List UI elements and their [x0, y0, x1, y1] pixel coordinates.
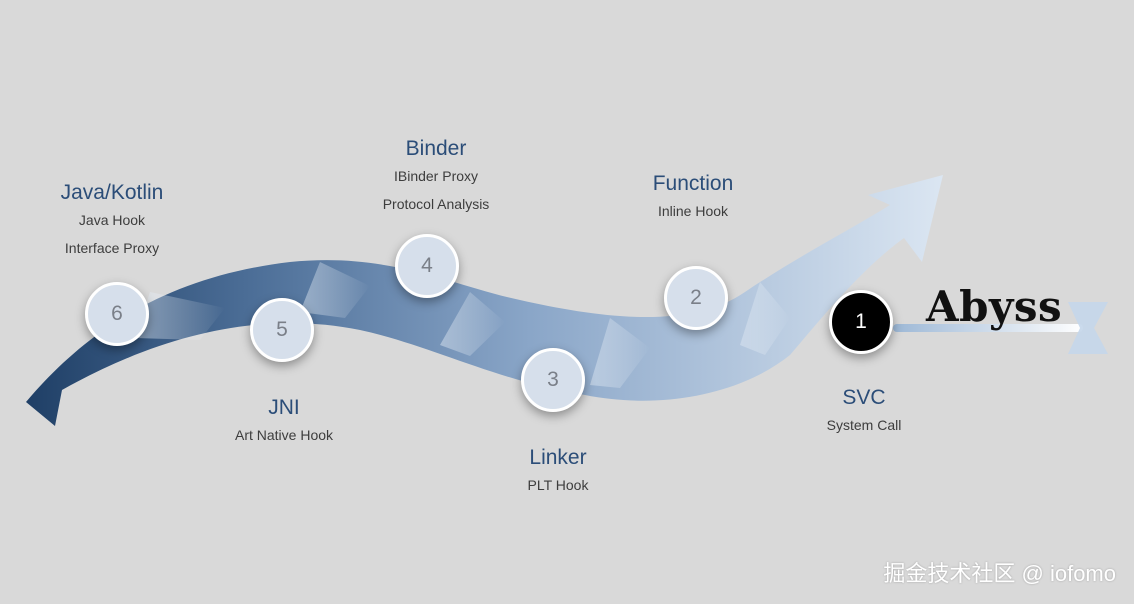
stage-title: Linker — [529, 446, 587, 469]
watermark: 掘金技术社区 @ iofomo — [883, 561, 1116, 586]
stage-title: JNI — [268, 396, 300, 419]
stage-subtitle: PLT Hook — [527, 477, 589, 493]
stage-label-java-kotlin: Java/Kotlin Java Hook Interface Proxy — [61, 180, 164, 262]
stage-label-svc: SVC System Call — [827, 385, 902, 439]
abyss-label: Abyss — [926, 282, 1063, 331]
stage-subtitle: Inline Hook — [657, 203, 729, 219]
stage-subtitle: Protocol Analysis — [382, 196, 490, 212]
stage-label-linker: Linker PLT Hook — [528, 445, 589, 499]
stage-label-function: Function Inline Hook — [653, 171, 734, 225]
stage-node-function: 2 — [664, 266, 728, 330]
stage-subtitle: Java Hook — [78, 212, 146, 228]
stage-subtitle: System Call — [826, 417, 902, 433]
ribbon-chevrons — [135, 262, 790, 388]
stage-node-linker: 3 — [521, 348, 585, 412]
ribbon-arrow-body — [26, 175, 943, 426]
stage-title: Binder — [405, 137, 467, 160]
stage-title: Function — [652, 172, 734, 195]
stage-subtitle: IBinder Proxy — [393, 168, 479, 184]
stage-node-jni: 5 — [250, 298, 314, 362]
stage-node-java-kotlin: 6 — [85, 282, 149, 346]
stage-title: SVC — [842, 386, 886, 409]
stage-subtitle: Interface Proxy — [64, 240, 160, 256]
stage-label-binder: Binder IBinder Proxy Protocol Analysis — [383, 136, 490, 218]
abyss-shaft — [893, 324, 1083, 332]
stage-node-binder: 4 — [395, 234, 459, 298]
stage-node-svc: 1 — [829, 290, 893, 354]
stage-subtitle: Art Native Hook — [234, 427, 334, 443]
stage-title: Java/Kotlin — [60, 181, 164, 204]
abyss-fletching — [1068, 302, 1108, 354]
stage-label-jni: JNI Art Native Hook — [235, 395, 333, 449]
